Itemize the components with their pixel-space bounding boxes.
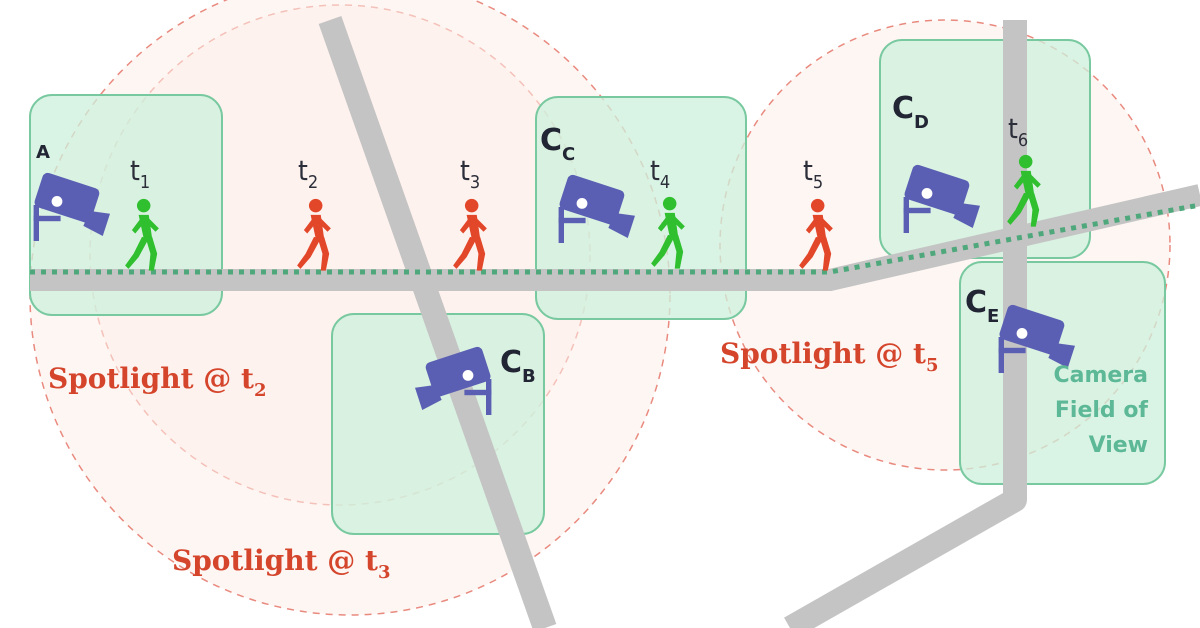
camera-labels: A CB CC CD CE	[36, 91, 999, 387]
spotlight-label-t2: Spotlight @ t2	[48, 362, 267, 401]
fov-area-a	[29, 94, 223, 316]
time-label-t2: t2	[298, 154, 318, 193]
camera-label-c: CC	[540, 123, 575, 165]
road-diagonal	[318, 15, 557, 628]
road-vertical	[784, 20, 1027, 628]
spotlight-labels: Spotlight @ t2 Spotlight @ t3 Spotlight …	[48, 337, 939, 583]
camera-label-e: CE	[965, 285, 999, 327]
roads	[30, 15, 1200, 628]
spotlight-label-t3: Spotlight @ t3	[172, 544, 391, 583]
time-label-t6: t6	[1008, 112, 1028, 151]
time-label-t4: t4	[650, 154, 670, 193]
camera-label-b: CB	[500, 345, 536, 387]
camera-label-a: A	[36, 142, 50, 163]
camera-label-d: CD	[892, 91, 929, 133]
spotlight-label-t5: Spotlight @ t5	[720, 337, 939, 376]
fov-area-c	[535, 96, 747, 320]
fov-legend-line-1: Camera	[1053, 363, 1148, 388]
time-labels: t1 t2 t3 t4 t5 t6	[130, 112, 1028, 193]
person-trajectory	[30, 202, 1200, 275]
fov-legend-line-3: View	[1089, 433, 1148, 458]
time-label-t3: t3	[460, 154, 480, 193]
time-label-t5: t5	[803, 154, 823, 193]
time-label-t1: t1	[130, 154, 150, 193]
road-main	[30, 184, 1200, 291]
field-of-view-legend: Camera Field of View	[1053, 363, 1148, 458]
fov-legend-line-2: Field of	[1055, 398, 1149, 423]
